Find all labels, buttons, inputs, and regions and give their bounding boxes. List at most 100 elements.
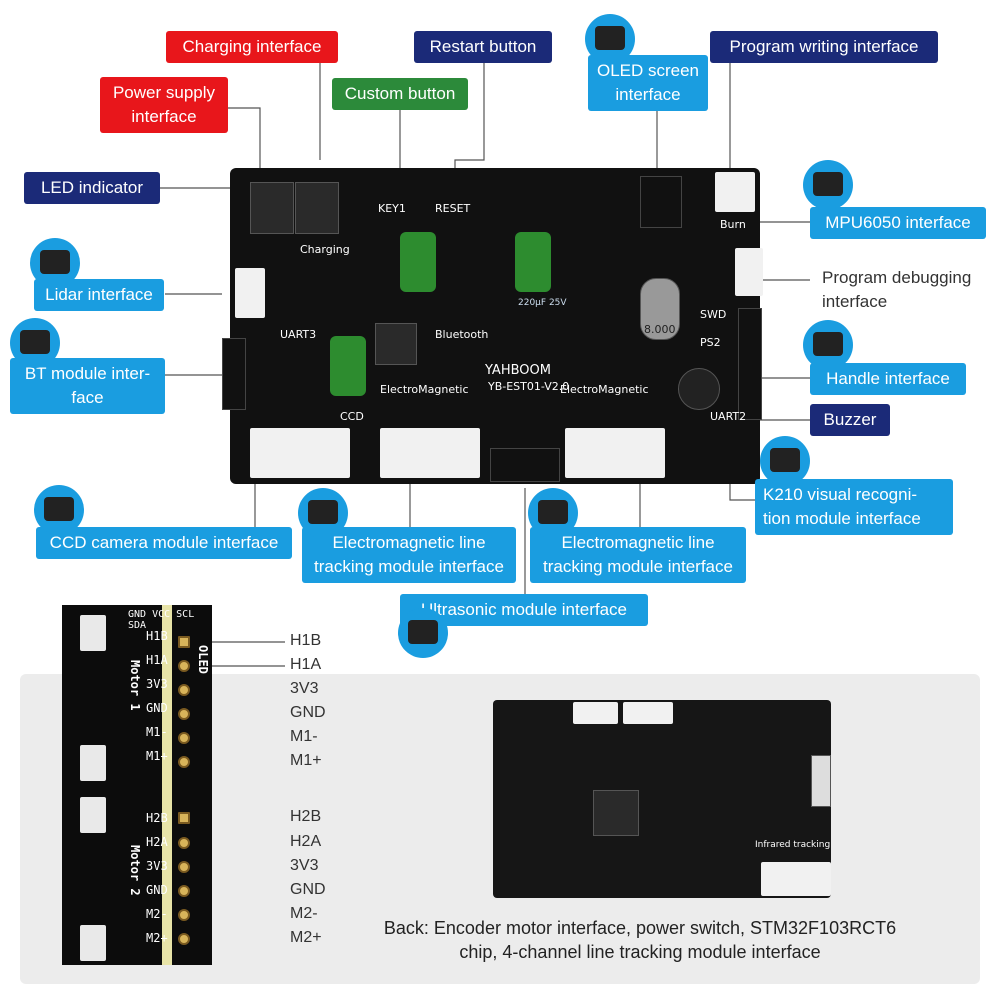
label-program-debugging: Program debugging interface bbox=[822, 268, 972, 311]
bt-header bbox=[222, 338, 246, 410]
pin-pad bbox=[178, 636, 190, 648]
pin-pad bbox=[178, 732, 190, 744]
silk-cap: 220μF 25V bbox=[518, 298, 567, 308]
lidar-connector bbox=[235, 268, 265, 318]
motor1-tag: Motor 1 bbox=[128, 660, 142, 711]
board-model: YB-EST01-V2.0 bbox=[488, 380, 570, 393]
k210-thumb bbox=[760, 436, 810, 486]
connector bbox=[80, 797, 106, 833]
ultrasonic-thumb bbox=[398, 608, 448, 658]
board-brand: YAHBOOM bbox=[485, 363, 551, 378]
pin-callout: M1- bbox=[290, 728, 318, 745]
label-charging-interface: Charging interface bbox=[166, 31, 338, 63]
label-power-supply: Power supply interface bbox=[100, 77, 228, 133]
crystal bbox=[640, 278, 680, 340]
silk-charging: Charging bbox=[300, 243, 350, 256]
ultrasonic-header bbox=[490, 448, 560, 482]
ccd-camera-thumb bbox=[34, 485, 84, 535]
ccd-connector bbox=[250, 428, 350, 478]
em-right-thumb bbox=[528, 488, 578, 538]
oled-header bbox=[640, 176, 682, 228]
em-left-connector bbox=[380, 428, 480, 478]
pin-pad bbox=[178, 861, 190, 873]
pin-label: M1+ bbox=[146, 749, 168, 763]
usb-c-port bbox=[715, 172, 755, 212]
pin-callout: H1A bbox=[290, 656, 322, 673]
caption-line-2: chip, 4-channel line tracking module int… bbox=[459, 942, 821, 962]
connector bbox=[80, 745, 106, 781]
pin-pad bbox=[178, 684, 190, 696]
label-restart-button: Restart button bbox=[414, 31, 552, 63]
pin-label: GND bbox=[146, 701, 168, 715]
pin-label: H1A bbox=[146, 653, 168, 667]
buzzer-component bbox=[678, 368, 720, 410]
pin-label: M2+ bbox=[146, 931, 168, 945]
tracking-connector bbox=[761, 862, 831, 896]
pin-pad bbox=[178, 756, 190, 768]
pin-label: M2- bbox=[146, 907, 168, 921]
back-caption: Back: Encoder motor interface, power swi… bbox=[330, 916, 950, 964]
silk-burn: Burn bbox=[720, 218, 746, 231]
pin-pad bbox=[178, 837, 190, 849]
silk-em2: ElectroMagnetic bbox=[560, 383, 649, 396]
silk-crystal: 8.000 bbox=[644, 323, 676, 336]
back-board: Infrared tracking bbox=[493, 700, 831, 898]
pin-callout: M2+ bbox=[290, 929, 322, 946]
pin-label: 3V3 bbox=[146, 859, 168, 873]
capacitor bbox=[330, 336, 366, 396]
stm32-chip bbox=[593, 790, 639, 836]
dc-jack bbox=[250, 182, 294, 234]
pin-callout: H2B bbox=[290, 808, 322, 825]
motor2-tag: Motor 2 bbox=[128, 845, 142, 896]
pin-label: H2A bbox=[146, 835, 168, 849]
label-ccd: CCD camera module interface bbox=[36, 527, 292, 559]
pin-callout: M2- bbox=[290, 905, 318, 922]
label-program-writing: Program writing interface bbox=[710, 31, 938, 63]
silk-uart3: UART3 bbox=[280, 328, 317, 341]
silk-bt: Bluetooth bbox=[435, 328, 489, 341]
pin-label: GND bbox=[146, 883, 168, 897]
power-switch bbox=[811, 755, 831, 807]
silk-infrared: Infrared tracking bbox=[755, 840, 831, 850]
debug-connector bbox=[735, 248, 763, 296]
pin-callout: M1+ bbox=[290, 752, 322, 769]
label-mpu6050: MPU6050 interface bbox=[810, 207, 986, 239]
pin-label: H1B bbox=[146, 629, 168, 643]
label-led-indicator: LED indicator bbox=[24, 172, 160, 204]
pin-callout: H1B bbox=[290, 632, 322, 649]
pin-label: H2B bbox=[146, 811, 168, 825]
pin-callout: 3V3 bbox=[290, 857, 319, 874]
oled-tag: OLED bbox=[196, 645, 210, 674]
label-buzzer: Buzzer bbox=[810, 404, 890, 436]
connector bbox=[80, 925, 106, 961]
label-lidar: Lidar interface bbox=[34, 279, 164, 311]
label-em-right: Electromagnetic line tracking module int… bbox=[530, 527, 746, 583]
connector bbox=[80, 615, 106, 651]
pin-pad bbox=[178, 708, 190, 720]
pin-label: M1- bbox=[146, 725, 168, 739]
pin-callout: H2A bbox=[290, 833, 322, 850]
silk-ccd: CCD bbox=[340, 410, 364, 423]
pin-label: 3V3 bbox=[146, 677, 168, 691]
oled-module-thumb bbox=[585, 14, 635, 64]
capacitor bbox=[400, 232, 436, 292]
back-connector bbox=[623, 702, 673, 724]
pin-header-label: GND VCC SCL SDA bbox=[128, 609, 195, 631]
silk-em1: ElectroMagnetic bbox=[380, 383, 469, 396]
silk-uart2: UART2 bbox=[710, 410, 747, 423]
pin-pad bbox=[178, 812, 190, 824]
pin-pad bbox=[178, 933, 190, 945]
inductor bbox=[375, 323, 417, 365]
mpu6050-thumb bbox=[803, 160, 853, 210]
back-connector bbox=[573, 702, 618, 724]
em-right-connector bbox=[565, 428, 665, 478]
controller-board: YAHBOOM YB-EST01-V2.0 ElectroMagnetic El… bbox=[222, 168, 763, 484]
motor-pin-strip: GND VCC SCL SDA OLED Motor 1 Motor 2 H1B… bbox=[62, 605, 212, 965]
silk-ps2: PS2 bbox=[700, 336, 721, 349]
silk-key1: KEY1 bbox=[378, 202, 406, 215]
pin-pad bbox=[178, 909, 190, 921]
pcb-edge bbox=[162, 605, 172, 965]
pin-callout: GND bbox=[290, 704, 326, 721]
lidar-thumb bbox=[30, 238, 80, 288]
label-oled-screen: OLED screen interface bbox=[588, 55, 708, 111]
